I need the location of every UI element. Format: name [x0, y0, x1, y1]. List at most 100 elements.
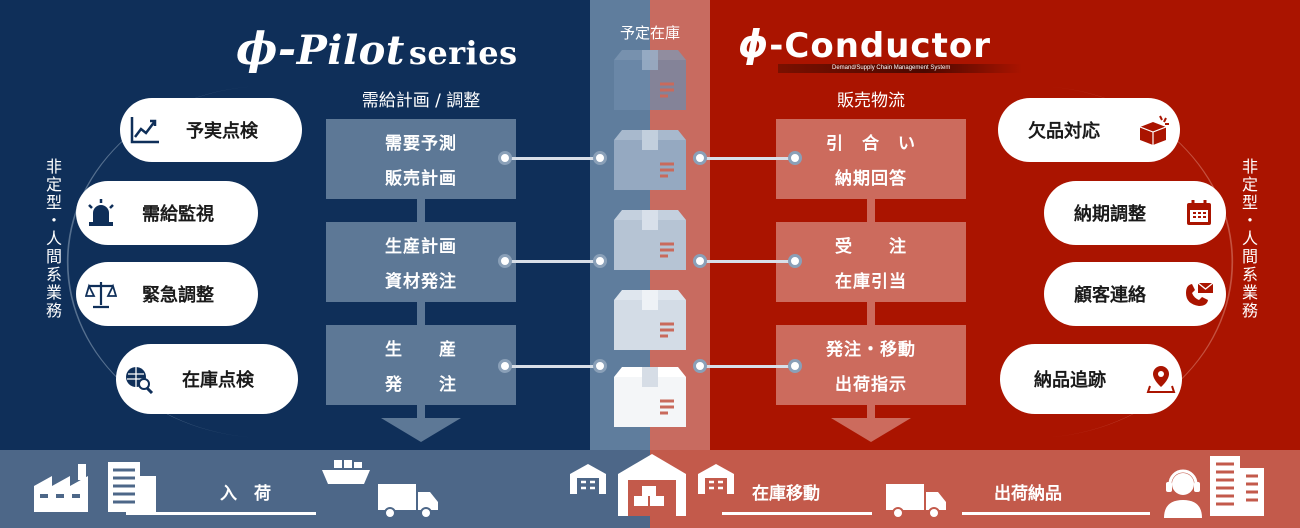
pill-stockout-response: 欠品対応: [998, 98, 1180, 162]
connector-dot: [693, 359, 707, 373]
pill-label: 納期調整: [1074, 204, 1146, 225]
connector-line: [505, 157, 600, 160]
left-process-arrowhead: [381, 418, 461, 442]
process-line: 出荷指示: [835, 375, 907, 395]
connector-dot: [593, 254, 607, 268]
connector-line: [505, 260, 600, 263]
box-icon: [614, 130, 686, 190]
office-building-icon: [1210, 456, 1264, 516]
process-box-production: 生 産 発 注: [326, 325, 516, 405]
office-building-icon: [108, 462, 156, 512]
balance-scale-icon: [84, 277, 118, 311]
cargo-ship-icon: [322, 460, 370, 484]
box-icon: [614, 50, 686, 110]
left-process-connector: [417, 198, 425, 426]
box-icon: [614, 210, 686, 270]
process-line: 受 注: [835, 237, 907, 257]
box-icon: [614, 290, 686, 350]
pill-label: 欠品対応: [1028, 121, 1100, 142]
alarm-siren-icon: [84, 196, 118, 230]
process-box-shipping-instruction: 発注・移動 出荷指示: [776, 325, 966, 405]
connector-line: [700, 365, 795, 368]
factory-icon: [34, 464, 88, 512]
connector-line: [700, 157, 795, 160]
right-process-connector: [867, 198, 875, 426]
connector-dot: [593, 359, 607, 373]
shipping-flow-line: [962, 512, 1150, 515]
central-warehouse-icon: [618, 454, 686, 516]
warehouse-icon: [570, 464, 606, 494]
process-line: 引 合 い: [826, 134, 916, 154]
connector-dot: [693, 254, 707, 268]
pill-customer-contact: 顧客連絡: [1044, 262, 1226, 326]
connector-dot: [498, 254, 512, 268]
process-line: 納期回答: [835, 169, 907, 189]
pill-label: 需給監視: [142, 204, 214, 225]
conductor-title-underline: [778, 64, 1022, 73]
right-column-header: 販売物流: [837, 91, 905, 111]
right-arc-label: 非定型・人間系業務: [1239, 158, 1258, 320]
inbound-flow-line: [126, 512, 316, 515]
title-series: series: [408, 34, 518, 72]
connector-dot: [498, 359, 512, 373]
left-arc-label: 非定型・人間系業務: [43, 158, 62, 320]
process-box-order: 受 注 在庫引当: [776, 222, 966, 302]
process-line: 生産計画: [385, 237, 457, 257]
pill-label: 顧客連絡: [1074, 285, 1146, 306]
connector-dot: [788, 254, 802, 268]
process-line: 販売計画: [385, 169, 457, 189]
title-phi: ϕ-: [236, 24, 297, 75]
title-main: -Conductor: [769, 26, 991, 66]
truck-icon: [378, 484, 438, 519]
conductor-subtitle: Demand/Supply Chain Management System: [832, 65, 951, 71]
connector-dot: [498, 151, 512, 165]
pill-label: 在庫点検: [182, 370, 254, 391]
operator-headset-icon: [1164, 469, 1202, 518]
transfer-label: 在庫移動: [752, 484, 820, 504]
process-line: 資材発注: [385, 272, 457, 292]
connector-dot: [788, 151, 802, 165]
title-main: Pilot: [296, 27, 405, 74]
pill-demand-monitor: 需給監視: [76, 181, 258, 245]
shipping-label: 出荷納品: [994, 484, 1062, 504]
left-column-header: 需給計画 / 調整: [361, 91, 481, 111]
right-process-arrowhead: [831, 418, 911, 442]
pill-delivery-tracking: 納品追跡: [1000, 344, 1182, 414]
planned-inventory-label: 予定在庫: [619, 24, 680, 42]
pill-label: 予実点検: [186, 121, 258, 142]
warehouse-icon: [698, 464, 734, 494]
title-phi: ϕ: [738, 22, 770, 66]
pill-yojitsu-check: 予実点検: [120, 98, 302, 162]
conductor-title: ϕ-Conductor: [738, 22, 991, 66]
box-icon: [614, 367, 686, 427]
transfer-flow-line: [722, 512, 872, 515]
connector-line: [700, 260, 795, 263]
truck-icon: [886, 484, 946, 519]
connector-dot: [593, 151, 607, 165]
trend-chart-icon: [128, 113, 162, 147]
connector-dot: [788, 359, 802, 373]
process-box-inquiry: 引 合 い 納期回答: [776, 119, 966, 199]
pill-emergency-adjust: 緊急調整: [76, 262, 258, 326]
process-box-demand-forecast: 需要予測 販売計画: [326, 119, 516, 199]
process-box-production-plan: 生産計画 資材発注: [326, 222, 516, 302]
globe-search-icon: [122, 362, 156, 396]
process-line: 需要予測: [385, 134, 457, 154]
connector-line: [505, 365, 600, 368]
pill-label: 納品追跡: [1034, 370, 1106, 391]
phone-mail-icon: [1182, 277, 1216, 311]
calendar-icon: [1182, 196, 1216, 230]
pill-inventory-check: 在庫点検: [116, 344, 298, 414]
inbound-label: 入 荷: [220, 484, 271, 504]
map-pin-icon: [1144, 362, 1178, 396]
process-line: 発 注: [385, 375, 457, 395]
pill-label: 緊急調整: [142, 285, 214, 306]
pill-delivery-adjust: 納期調整: [1044, 181, 1226, 245]
connector-dot: [693, 151, 707, 165]
process-line: 発注・移動: [826, 340, 916, 360]
broken-box-icon: [1136, 113, 1170, 147]
process-line: 生 産: [385, 340, 457, 360]
process-line: 在庫引当: [835, 272, 907, 292]
